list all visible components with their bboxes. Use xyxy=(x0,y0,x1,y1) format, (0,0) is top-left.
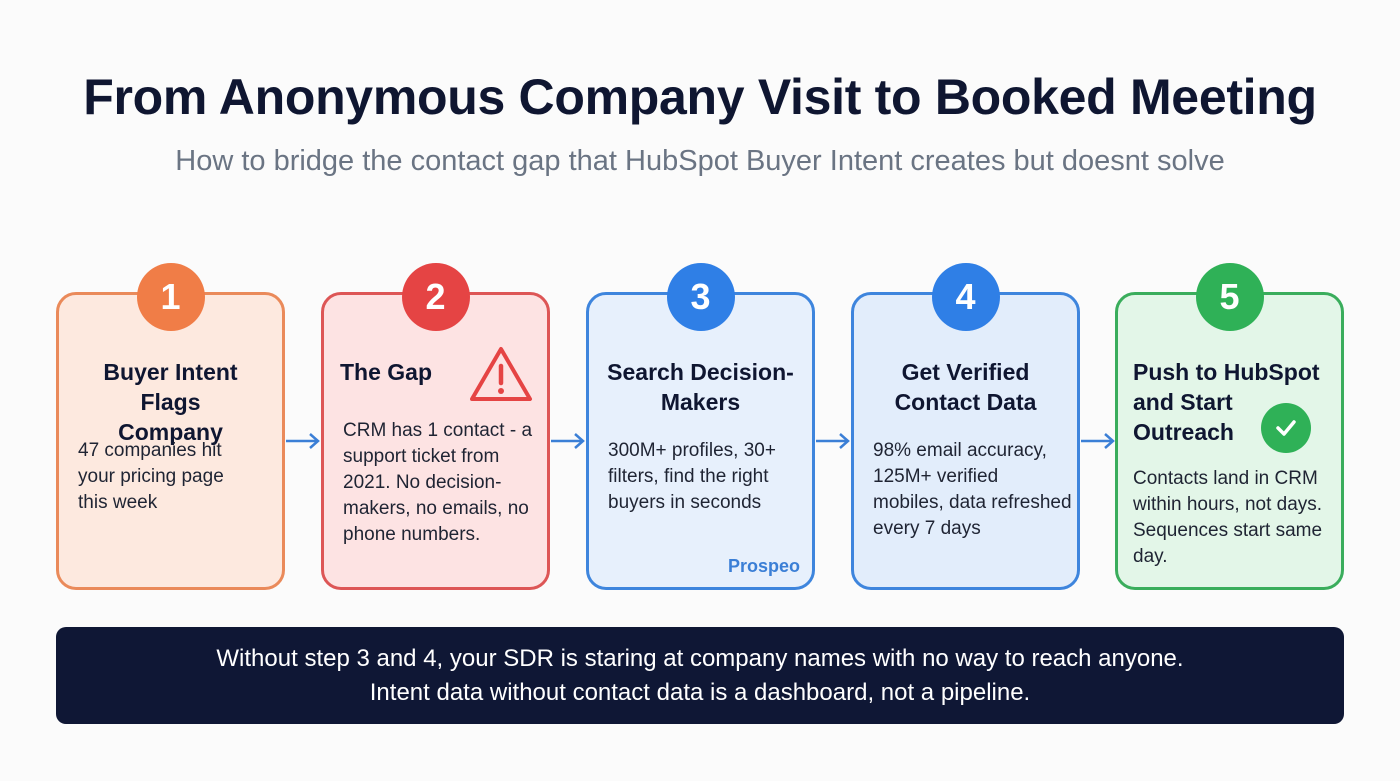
step-description: 300M+ profiles, 30+ filters, find the ri… xyxy=(608,440,776,513)
step-title: Buyer Intent Flags Company xyxy=(103,359,238,445)
page-subtitle: How to bridge the contact gap that HubSp… xyxy=(175,145,1225,177)
step-card-4: 4 Get Verified Contact Data 98% email ac… xyxy=(851,263,1080,590)
banner-line-2: Intent data without contact data is a da… xyxy=(369,678,1031,706)
step-title: The Gap xyxy=(340,359,433,385)
arrow-right-icon xyxy=(551,433,585,449)
step-description: Contacts land in CRM within hours, not d… xyxy=(1133,468,1323,567)
step-number-badge: 3 xyxy=(666,263,735,331)
arrow-right-icon xyxy=(286,433,320,449)
warning-icon xyxy=(470,347,532,401)
checkmark-icon xyxy=(1261,403,1311,453)
arrow-right-icon xyxy=(1081,433,1115,449)
brand-label: Prospeo xyxy=(727,556,800,576)
step-card-5: 5 Push to HubSpot and Start Outreach Con… xyxy=(1115,263,1344,590)
step-description: 98% email accuracy, 125M+ verified mobil… xyxy=(873,440,1072,539)
step-number-badge: 1 xyxy=(136,263,205,331)
step-number-badge: 2 xyxy=(401,263,470,331)
banner-line-1: Without step 3 and 4, your SDR is starin… xyxy=(216,644,1184,672)
summary-banner: Without step 3 and 4, your SDR is starin… xyxy=(56,627,1344,724)
step-number-badge: 5 xyxy=(1195,263,1264,331)
step-description: 47 companies hit your pricing page this … xyxy=(78,440,224,513)
step-card-2: 2 The Gap CRM has 1 contact - a support … xyxy=(321,263,550,590)
step-description: CRM has 1 contact - a support ticket fro… xyxy=(343,420,533,545)
step-card-3: 3 Search Decision-Makers 300M+ profiles,… xyxy=(586,263,815,590)
step-title: Push to HubSpot and Start Outreach xyxy=(1133,359,1320,445)
step-title: Get Verified Contact Data xyxy=(894,359,1037,415)
step-title: Search Decision-Makers xyxy=(607,359,794,415)
step-card-1: 1 Buyer Intent Flags Company 47 companie… xyxy=(56,263,285,590)
arrow-right-icon xyxy=(816,433,850,449)
step-number-badge: 4 xyxy=(931,263,1000,331)
page-title: From Anonymous Company Visit to Booked M… xyxy=(83,69,1317,125)
